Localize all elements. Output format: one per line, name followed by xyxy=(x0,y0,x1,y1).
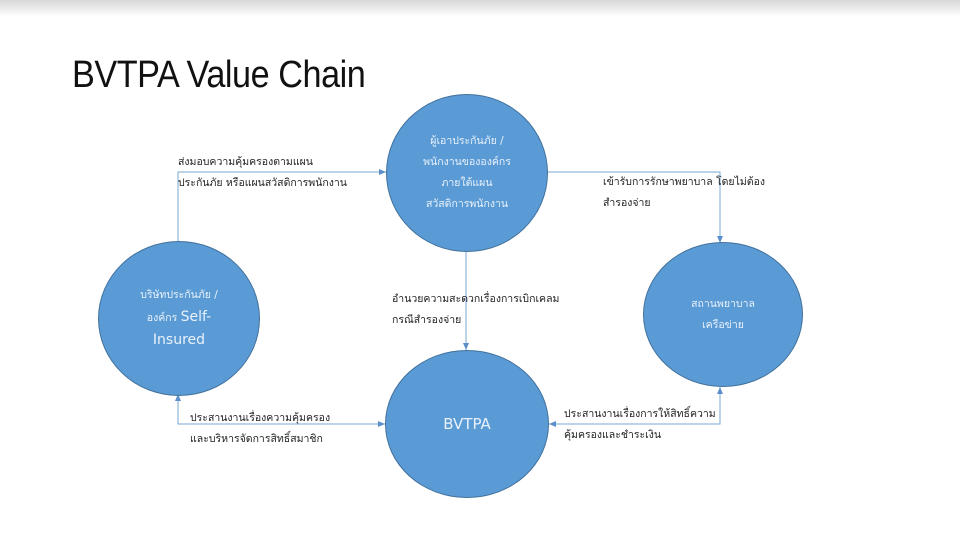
node-bvtpa-label: BVTPA xyxy=(443,415,491,433)
node-hospital-label: สถานพยาบาล เครือข่าย xyxy=(691,297,755,331)
node-insurer-label-thai: บริษัทประกันภัย / องค์กร xyxy=(140,289,218,324)
edge-label-insurer-bvtpa: ประสานงานเรื่องความคุ้มครอง และบริหารจัด… xyxy=(190,412,331,445)
window-top-shade xyxy=(0,0,960,16)
connector-insurer-to-insured xyxy=(177,169,386,241)
edge-label-insured-to-bvtpa: อำนวยความสะดวกเรื่องการเบิกเคลม กรณีสำรอ… xyxy=(392,293,560,326)
node-insurer: บริษัทประกันภัย / องค์กร Self- Insured xyxy=(98,241,260,396)
node-insured-label: ผู้เอาประกันภัย / พนักงานขององค์กร ภายใต… xyxy=(423,135,511,210)
node-bvtpa: BVTPA xyxy=(385,350,549,498)
edge-label-insured-to-hospital: เข้ารับการรักษาพยาบาล โดยไม่ต้อง สำรองจ่… xyxy=(603,176,766,209)
edge-label-hospital-bvtpa: ประสานงานเรื่องการให้สิทธิ์ความ คุ้มครอง… xyxy=(564,408,716,441)
node-insurer-label: บริษัทประกันภัย / องค์กร Self- Insured xyxy=(140,285,218,352)
node-hospital: สถานพยาบาล เครือข่าย xyxy=(643,242,803,387)
slide-title: BVTPA Value Chain xyxy=(72,54,366,96)
edge-label-insurer-to-insured: ส่งมอบความคุ้มครองตามแผน ประกันภัย หรือแ… xyxy=(178,156,347,189)
node-insured: ผู้เอาประกันภัย / พนักงานขององค์กร ภายใต… xyxy=(386,94,548,252)
connector-insured-to-hospital xyxy=(547,171,723,243)
node-insurer-label-en: Self- Insured xyxy=(152,309,212,348)
